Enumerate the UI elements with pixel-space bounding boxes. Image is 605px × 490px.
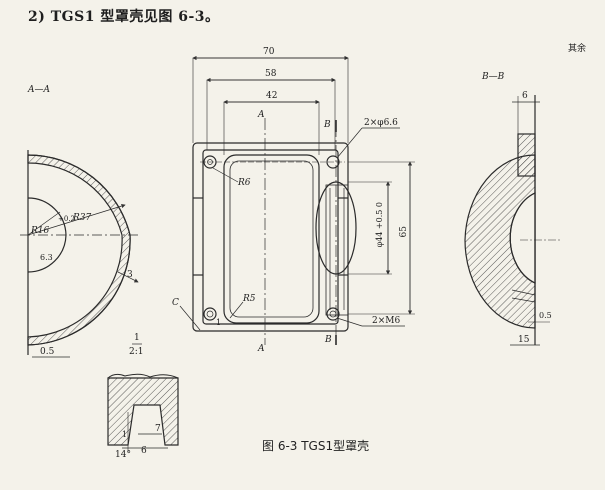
front-dim-58: 58: [265, 69, 277, 79]
front-section-b-bottom: B: [325, 335, 332, 345]
aa-chamfer: 6.3: [40, 253, 53, 262]
aa-hatched-shell: [27, 154, 131, 346]
detail-hatched: [107, 377, 179, 446]
figure-caption: 图 6-3 TGS1型罩壳: [262, 439, 370, 453]
aa-r16: R16: [31, 226, 50, 236]
window-opening: [223, 154, 320, 324]
front-dia-44: φ44 +0.5 0: [375, 202, 384, 248]
flange-outer: [192, 142, 349, 332]
front-r5: R5: [243, 294, 256, 304]
detail-dim-7: 7: [155, 424, 161, 434]
front-chamfer-c: C: [172, 298, 179, 308]
hole-bottom-left: [203, 307, 217, 321]
aa-thickness: 3: [127, 270, 133, 280]
front-mark: 1: [216, 318, 222, 327]
detail-view: [107, 343, 179, 452]
front-section-a-bottom: A: [258, 344, 265, 354]
bb-title: B—B: [482, 72, 505, 82]
section-aa: [20, 150, 140, 358]
aa-gap: 0.5: [40, 347, 55, 357]
flange-inner: [202, 149, 339, 325]
aa-title: A—A: [28, 85, 50, 95]
front-section-a-top: A: [258, 110, 265, 120]
detail-mark: 1: [122, 430, 128, 439]
front-view: [179, 55, 415, 345]
bb-dim-05: 0.5: [539, 311, 552, 320]
section-bb: [464, 95, 560, 346]
front-section-b-top: B: [324, 120, 331, 130]
detail-scale-top: 1: [134, 333, 140, 343]
aa-outer-arc: [27, 154, 131, 346]
bb-dim-6: 6: [522, 91, 528, 101]
bb-dim-15: 15: [518, 335, 530, 345]
corner-mark: 其余: [568, 44, 587, 54]
front-threads: 2×M6: [372, 316, 401, 326]
hole-bottom-right: [326, 307, 340, 321]
detail-dim-6: 6: [141, 446, 147, 456]
front-dim-70: 70: [263, 47, 275, 57]
detail-scale-bottom: 2:1: [129, 347, 144, 357]
front-dim-42: 42: [266, 91, 278, 101]
front-r6: R6: [238, 178, 251, 188]
front-dim-65: 65: [399, 226, 409, 238]
bb-hatched-body: [464, 154, 536, 329]
detail-angle: 14°: [115, 450, 131, 460]
header-title: 2) TGS1 型罩壳见图 6-3。: [28, 9, 220, 25]
aa-tolerance: +0.2: [58, 215, 75, 223]
aa-r37: R37: [73, 213, 92, 223]
front-holes: 2×φ6.6: [364, 118, 398, 128]
